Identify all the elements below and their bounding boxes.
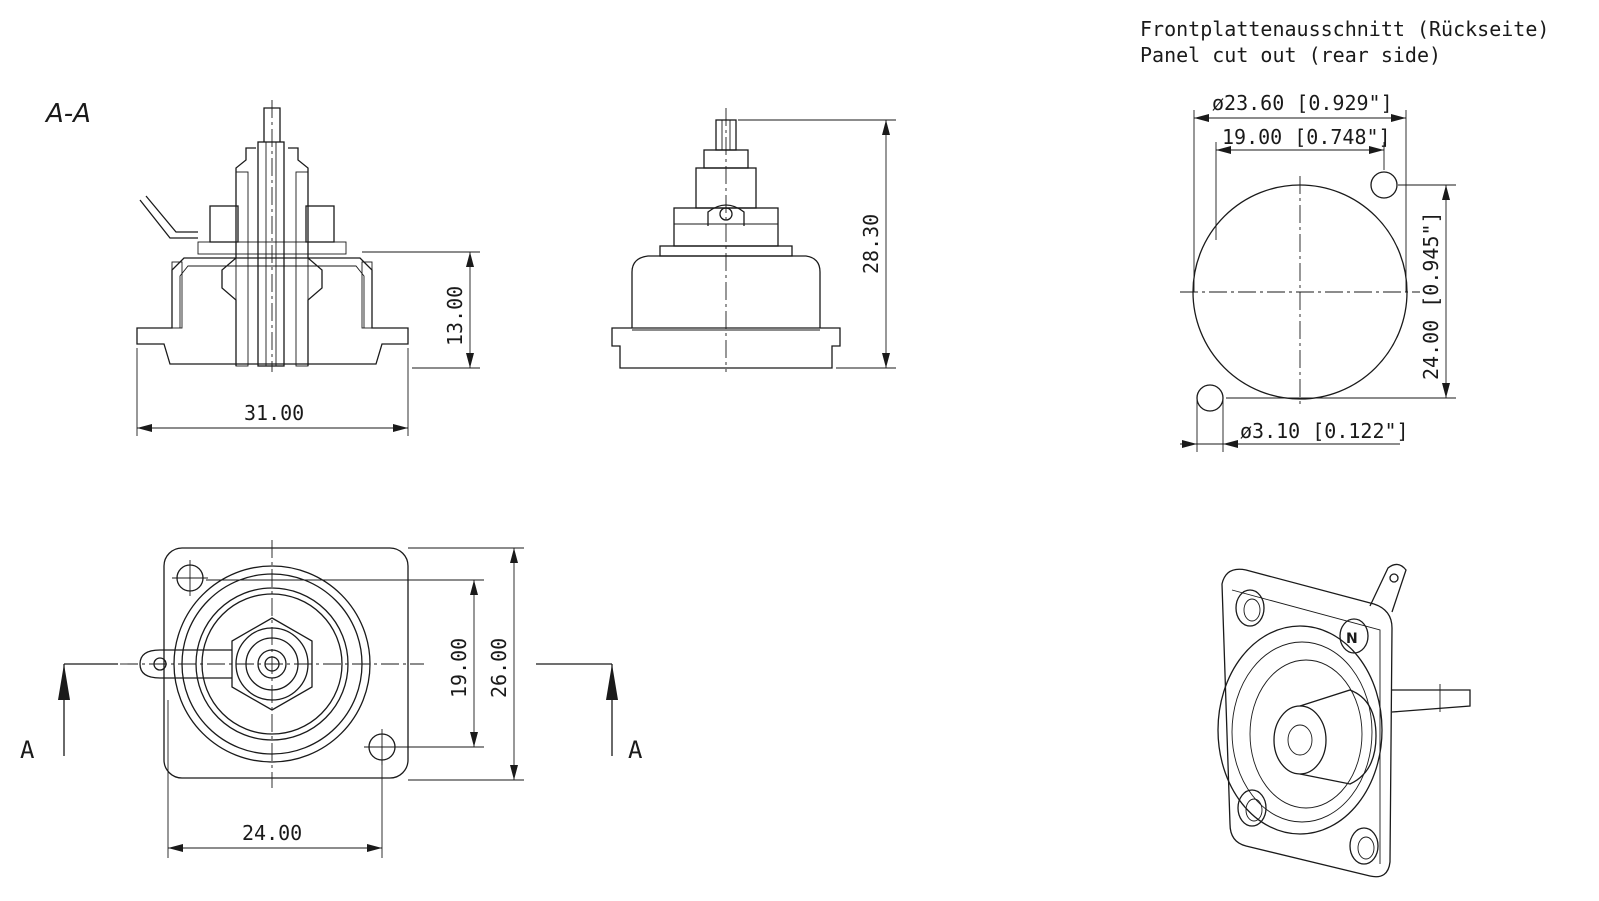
- cutout-dim-diameter: ø23.60 [0.929"]: [1212, 91, 1393, 115]
- section-dim-height: 13.00: [443, 286, 467, 346]
- side-view: 28.30: [611, 108, 896, 372]
- front-dim-outer: 26.00: [487, 638, 511, 698]
- front-view: A A 24.00 19.00 26.00: [20, 540, 643, 858]
- section-dim-width: 31.00: [244, 401, 304, 425]
- panel-cutout-view: ø23.60 [0.929"] 19.00 [0.748"] 24.00 [0.…: [1180, 91, 1456, 452]
- side-dim-height: 28.30: [859, 214, 883, 274]
- cutout-title-de: Frontplattenausschnitt (Rückseite): [1140, 17, 1549, 41]
- isometric-view: N: [1217, 563, 1471, 878]
- cutout-dim-horizontal: 19.00 [0.748"]: [1222, 125, 1391, 149]
- section-view-a-a: A-A 31.00: [44, 99, 480, 436]
- cutout-title-en: Panel cut out (rear side): [1140, 43, 1441, 67]
- section-label: A-A: [44, 99, 91, 129]
- front-dim-inner: 19.00: [447, 638, 471, 698]
- section-mark-left: A: [20, 736, 35, 764]
- logo-mark: N: [1346, 631, 1358, 647]
- section-mark-right: A: [628, 736, 643, 764]
- front-dim-width: 24.00: [242, 821, 302, 845]
- cutout-dim-hole: ø3.10 [0.122"]: [1240, 419, 1409, 443]
- cutout-dim-vertical: 24.00 [0.945"]: [1419, 211, 1443, 380]
